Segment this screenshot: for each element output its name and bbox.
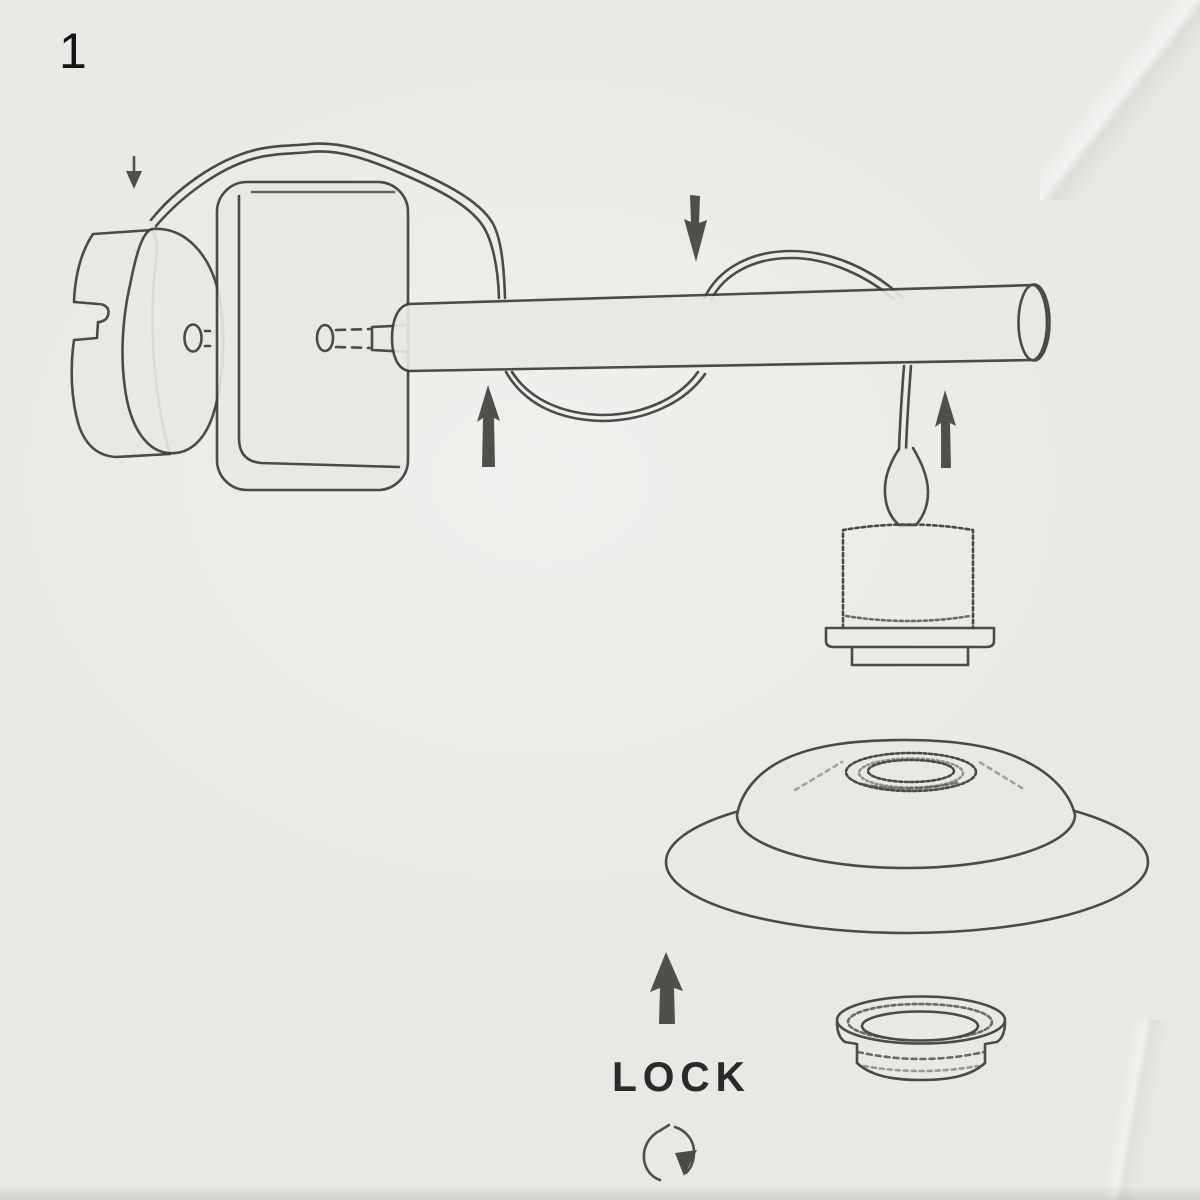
push-up-arrow-socket-icon	[935, 390, 956, 468]
socket-skirt	[850, 645, 970, 667]
rotate-clockwise-icon	[642, 1123, 697, 1182]
shade	[664, 738, 1150, 935]
lock-ring	[835, 995, 1007, 1082]
socket-body	[841, 523, 975, 630]
lock-up-arrow-icon	[650, 952, 683, 1024]
lock-label: LOCK	[612, 1053, 751, 1100]
screw-hole	[183, 323, 203, 353]
canopy-hole	[315, 323, 335, 353]
socket-flange	[824, 626, 996, 649]
push-down-arrow-icon	[684, 195, 707, 262]
arrows	[126, 155, 956, 1024]
power-cord	[149, 142, 913, 452]
tube-open-end	[1017, 283, 1051, 362]
lamp-arm-tube	[390, 283, 1051, 373]
bracket-disc	[121, 227, 225, 455]
cord-grip	[883, 446, 930, 527]
canopy-cover	[215, 180, 411, 492]
push-up-arrow-cord-icon	[477, 385, 500, 467]
step-number: 1	[59, 23, 87, 79]
small-down-arrow-icon	[126, 155, 142, 189]
socket	[824, 446, 996, 667]
shade-hole	[844, 751, 978, 793]
